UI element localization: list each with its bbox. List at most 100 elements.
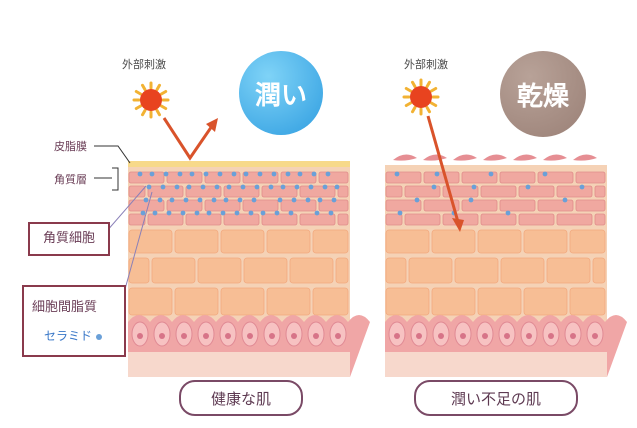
dry-corneocyte <box>556 213 593 226</box>
healthy-ceramide-dot <box>217 171 223 177</box>
healthy-corneocyte <box>261 185 298 198</box>
healthy-ceramide-dot <box>277 197 283 203</box>
healthy-epidermis-cell <box>128 257 150 284</box>
dry-corneocyte <box>385 213 403 226</box>
healthy-corneocyte <box>337 213 349 226</box>
healthy-ceramide-dot <box>203 171 209 177</box>
healthy-ceramide-dot <box>146 184 152 190</box>
dry-sun-icon-ray <box>429 87 438 93</box>
healthy-sun-icon-ray <box>159 104 168 110</box>
healthy-ceramide-dot <box>143 197 149 203</box>
healthy-ceramide-dot <box>149 171 155 177</box>
healthy-ceramide-dot <box>334 184 340 190</box>
dry-dermis <box>385 352 607 377</box>
healthy-basal-nucleus <box>269 333 275 339</box>
dry-sun-icon <box>410 86 432 108</box>
dry-corneocyte <box>594 213 606 226</box>
healthy-ceramide-dot <box>305 197 311 203</box>
stratum-corneum-label: 角質層 <box>54 173 87 186</box>
healthy-basal-nucleus <box>225 333 231 339</box>
healthy-ceramide-dot <box>166 210 172 216</box>
dry-ceramide-dot <box>414 197 420 203</box>
healthy-corneocyte <box>128 171 165 184</box>
healthy-dermis <box>128 352 350 377</box>
dry-corneocyte <box>594 185 606 198</box>
healthy-epidermis-cell <box>174 229 219 254</box>
dry-basal-nucleus <box>438 333 444 339</box>
dry-ceramide-dot <box>471 184 477 190</box>
healthy-ceramide-dot <box>285 171 291 177</box>
healthy-sun-icon-ray <box>141 108 147 117</box>
dry-corneocyte <box>404 213 441 226</box>
healthy-ceramide-dot <box>206 210 212 216</box>
dry-basal-nucleus <box>570 333 576 339</box>
healthy-sun-icon-ray <box>134 104 143 110</box>
healthy-basal-nucleus <box>137 333 143 339</box>
dry-corneocyte <box>480 213 517 226</box>
healthy-ceramide-dot <box>152 210 158 216</box>
healthy-ceramide-dot <box>177 171 183 177</box>
ceramide-dot-icon <box>96 333 103 340</box>
dry-external-stimulus-label: 外部刺激 <box>404 58 448 71</box>
dry-sun-icon-ray <box>411 105 417 114</box>
dry-epidermis-cell <box>477 229 522 254</box>
healthy-corneocyte <box>223 213 260 226</box>
dry-sun-icon-ray <box>404 101 413 107</box>
healthy-corneocyte <box>128 213 146 226</box>
dry-corneocyte <box>537 199 574 212</box>
dry-sun-icon-ray <box>411 80 417 89</box>
healthy-ceramide-dot <box>294 184 300 190</box>
dry-corneocyte <box>442 185 479 198</box>
healthy-basal-nucleus <box>335 333 341 339</box>
dryness-badge: 乾燥 <box>500 51 586 137</box>
healthy-corneocyte <box>147 185 184 198</box>
healthy-ceramide-dot <box>268 184 274 190</box>
dry-basal-nucleus <box>504 333 510 339</box>
dry-sun-icon-ray <box>425 80 431 89</box>
healthy-corneocyte <box>318 171 349 184</box>
dry-epidermis-cell <box>523 229 568 254</box>
dry-corneocyte <box>423 199 460 212</box>
healthy-ceramide-dot <box>163 171 169 177</box>
healthy-corneocyte <box>128 185 146 198</box>
healthy-epidermis-cell <box>220 287 265 316</box>
healthy-ceramide-dot <box>274 210 280 216</box>
healthy-epidermis-cell <box>151 257 196 284</box>
dry-skin-caption: 潤い不足の肌 <box>414 380 578 416</box>
dry-basal-nucleus <box>548 333 554 339</box>
dry-corneocyte <box>499 199 536 212</box>
dry-penetrate-arrowhead <box>452 218 464 232</box>
dry-ceramide-dot <box>562 197 568 203</box>
healthy-ceramide-dot <box>308 184 314 190</box>
stratum-bracket <box>112 167 119 191</box>
healthy-ceramide-dot <box>200 184 206 190</box>
healthy-ceramide-dot <box>226 184 232 190</box>
healthy-ceramide-dot <box>140 210 146 216</box>
dry-sun-icon-ray <box>425 105 431 114</box>
healthy-ceramide-dot <box>328 210 334 216</box>
healthy-epidermis-cell <box>243 257 288 284</box>
healthy-corneocyte <box>147 213 184 226</box>
dry-corneocyte <box>556 185 593 198</box>
healthy-ceramide-dot <box>237 197 243 203</box>
dry-corneocyte <box>518 213 555 226</box>
dry-ceramide-dot <box>468 197 474 203</box>
healthy-ceramide-dot <box>317 197 323 203</box>
dry-epidermis-cell <box>500 257 545 284</box>
dry-corneocyte <box>499 171 536 184</box>
healthy-sun-icon-ray <box>155 108 161 117</box>
dry-sun-icon-ray <box>429 101 438 107</box>
dry-flake <box>573 154 597 161</box>
dry-flake <box>393 154 417 161</box>
healthy-sun-icon <box>140 89 162 111</box>
dry-ceramide-dot <box>505 210 511 216</box>
healthy-ceramide-dot <box>194 210 200 216</box>
ceramide-label-text: セラミド <box>44 329 93 343</box>
healthy-epidermis-cell <box>128 287 173 316</box>
dry-epidermis-cell <box>569 229 606 254</box>
healthy-corneocyte <box>204 171 241 184</box>
dry-sun-icon-ray <box>404 87 413 93</box>
healthy-ceramide-dot <box>288 210 294 216</box>
dryness-badge-text: 乾燥 <box>516 81 569 112</box>
healthy-ceramide-dot <box>240 184 246 190</box>
